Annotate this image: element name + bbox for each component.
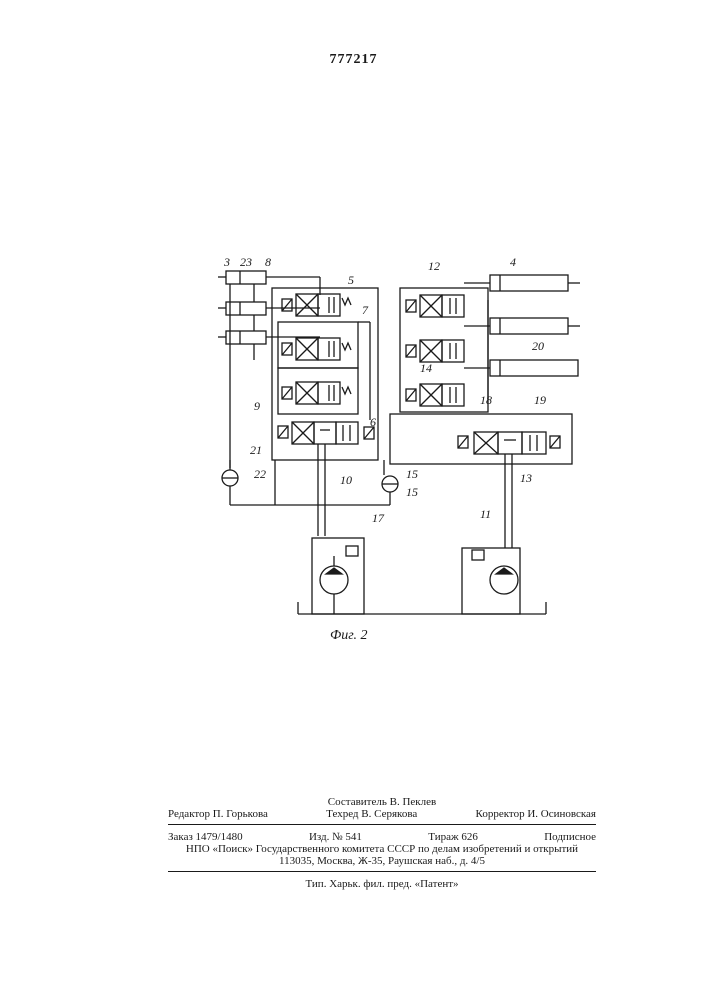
label-5: 5	[348, 273, 354, 287]
right-valve-stack	[406, 295, 464, 406]
valve-block-12	[400, 288, 488, 412]
divider	[168, 871, 596, 872]
order: Заказ 1479/1480	[168, 831, 243, 843]
left-main-valve-6	[278, 422, 374, 444]
colophon: Составитель В. Пеклев Редактор П. Горько…	[168, 796, 596, 890]
label-8: 8	[265, 255, 271, 269]
label-4: 4	[510, 255, 516, 269]
editor: Редактор П. Горькова	[168, 808, 268, 820]
label-13: 13	[520, 471, 532, 485]
label-19: 19	[534, 393, 546, 407]
compiler-line: Составитель В. Пеклев	[168, 796, 596, 808]
left-cylinders	[218, 271, 266, 344]
order-line: Заказ 1479/1480 Изд. № 541 Тираж 626 Под…	[168, 831, 596, 843]
corrector: Корректор И. Осиновская	[476, 808, 596, 820]
figure-caption: Фиг. 2	[330, 628, 368, 644]
subscription: Подписное	[544, 831, 596, 843]
divider	[168, 824, 596, 825]
left-valve-stack	[278, 294, 370, 420]
label-11: 11	[480, 507, 491, 521]
label-15b: 15	[406, 485, 418, 499]
label-12: 12	[428, 259, 440, 273]
label-9: 9	[254, 399, 260, 413]
label-10: 10	[340, 473, 352, 487]
right-pump-housing	[462, 548, 520, 614]
right-main-valve-13	[458, 432, 560, 454]
label-23: 23	[240, 255, 252, 269]
label-18: 18	[480, 393, 492, 407]
techred: Техред В. Серякова	[326, 808, 417, 820]
label-3: 3	[223, 255, 230, 269]
issue: Изд. № 541	[309, 831, 362, 843]
label-21: 21	[250, 443, 262, 457]
org-line: НПО «Поиск» Государственного комитета СС…	[168, 843, 596, 855]
printer-line: Тип. Харьк. фил. пред. «Патент»	[168, 878, 596, 890]
left-pump-housing	[312, 538, 364, 614]
label-22: 22	[254, 467, 266, 481]
label-15a: 15	[406, 467, 418, 481]
label-20: 20	[532, 339, 544, 353]
right-cylinders	[490, 275, 580, 376]
label-14: 14	[420, 361, 432, 375]
address-line: 113035, Москва, Ж-35, Раушская наб., д. …	[168, 855, 596, 867]
label-17: 17	[372, 511, 385, 525]
label-7: 7	[362, 303, 369, 317]
label-6: 6	[370, 415, 376, 429]
circulation: Тираж 626	[428, 831, 478, 843]
staff-line: Редактор П. Горькова Техред В. Серякова …	[168, 808, 596, 820]
